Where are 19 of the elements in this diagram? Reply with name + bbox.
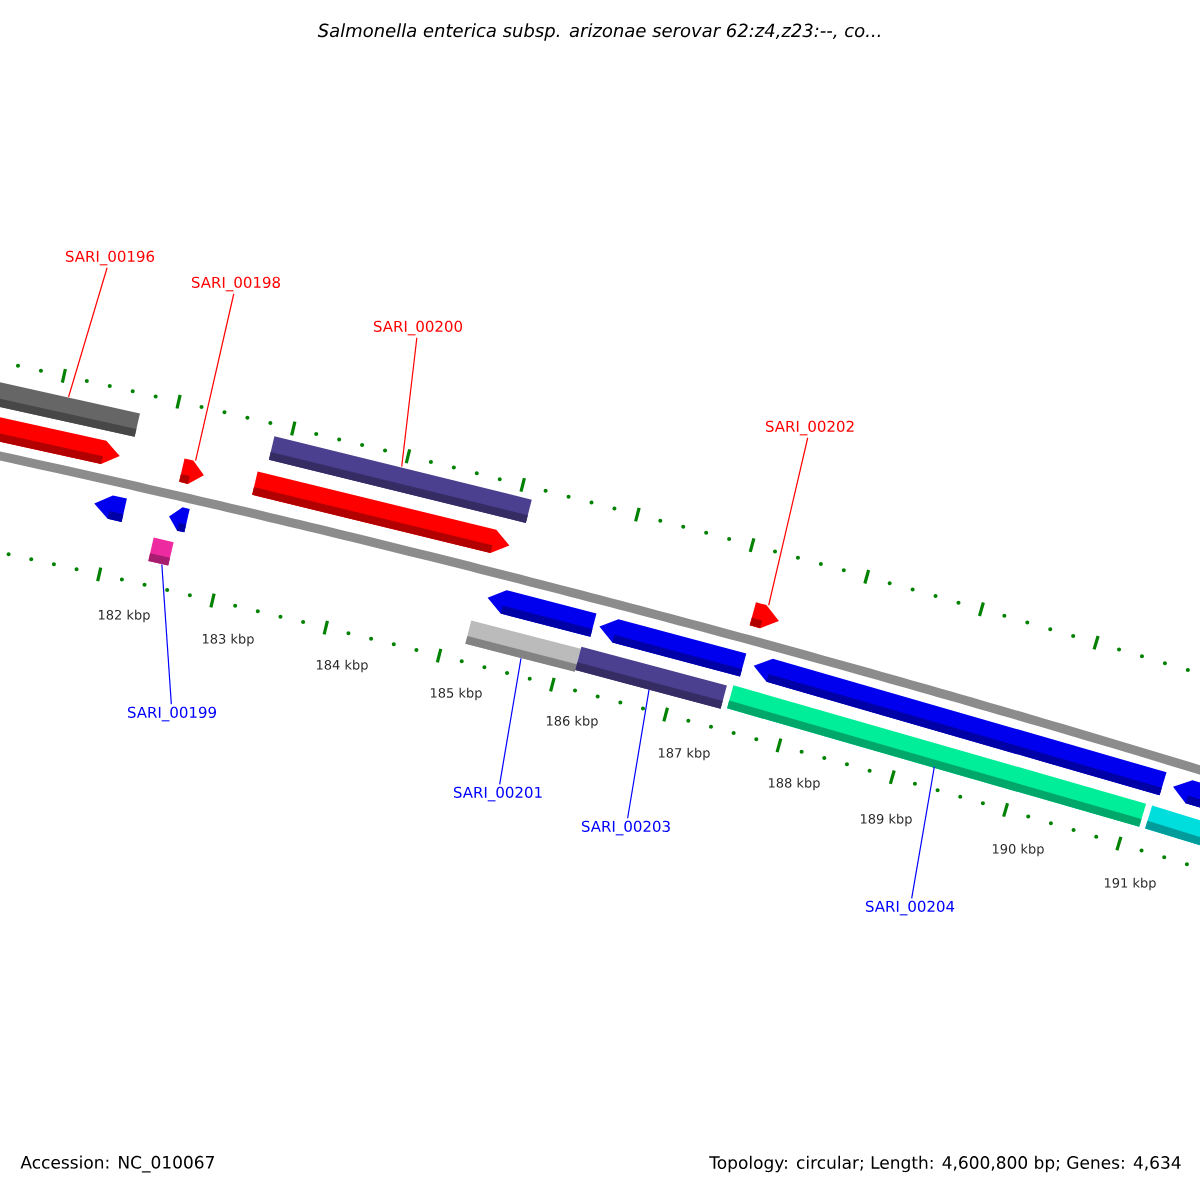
title: Salmonella enterica subsp. arizonae serovar 62:z4,z23:--, co... [317, 23, 880, 41]
feature-bar [148, 537, 174, 566]
leader-line [401, 337, 418, 468]
leader-line [911, 766, 935, 899]
gene-block [749, 602, 779, 629]
gene-block [179, 458, 204, 484]
leader-line [161, 563, 172, 705]
footer-text: Accession: NC_010067 [20, 1155, 214, 1173]
footer-text: Topology: circular; Length: 4,600,800 bp; Genes: 4,634 [709, 1155, 1181, 1173]
leader-line [768, 437, 809, 606]
feature-bar [727, 685, 1147, 827]
leader-line [499, 657, 522, 785]
feature-bar [575, 646, 727, 709]
feature-bar [268, 436, 532, 523]
feature-bar [465, 620, 581, 672]
leader-line [195, 293, 235, 462]
leader-line [627, 689, 650, 819]
leader-line [67, 267, 108, 398]
feature-bar [0, 381, 140, 437]
